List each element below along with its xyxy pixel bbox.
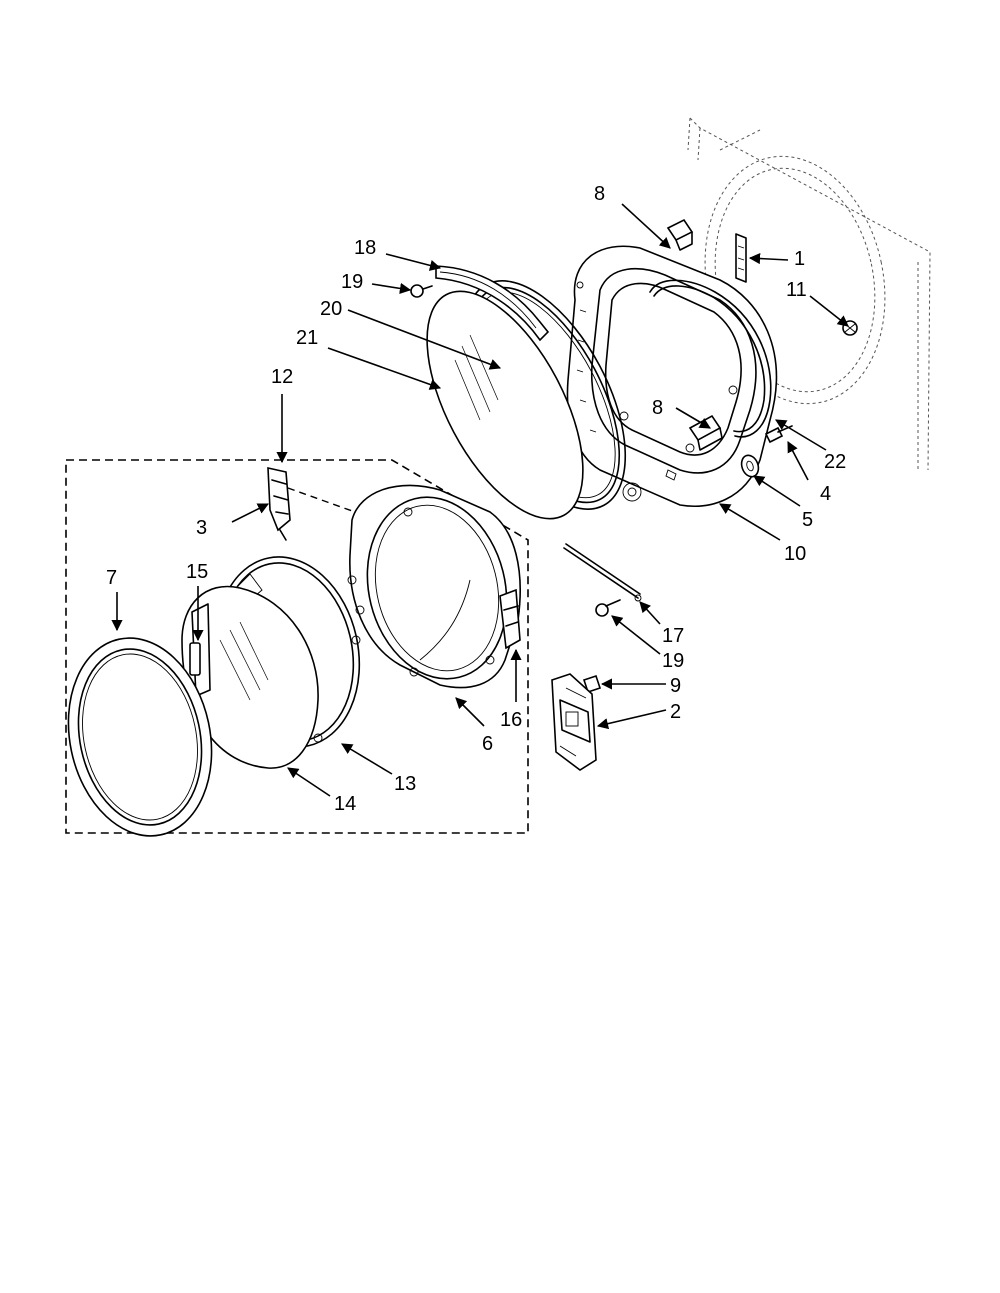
- door-assembly-box: [65, 459, 529, 834]
- callout-18: 18: [354, 237, 376, 259]
- callout-10: 10: [784, 543, 806, 565]
- part-19-screw-upper: [410, 284, 433, 298]
- callout-2: 2: [670, 701, 681, 723]
- callout-21: 21: [296, 327, 318, 349]
- callout-7: 7: [106, 567, 117, 589]
- part-15-label: [189, 642, 201, 676]
- callout-19-lower: 19: [662, 650, 684, 672]
- callout-14: 14: [334, 793, 356, 815]
- part-19-screw-lower: [595, 599, 621, 617]
- part-3-hinge: [267, 466, 291, 541]
- callout-3: 3: [196, 517, 207, 539]
- part-17-rod: [563, 543, 642, 602]
- callout-6: 6: [482, 733, 493, 755]
- part-18-handle: [435, 265, 550, 342]
- callout-20: 20: [320, 298, 342, 320]
- part-14-inner-door-panel: [181, 585, 319, 769]
- callout-8-lower: 8: [652, 397, 663, 419]
- part-8-clip-upper: [666, 218, 694, 251]
- callout-15: 15: [186, 561, 208, 583]
- part-16-latch: [499, 588, 521, 650]
- callout-12: 12: [271, 366, 293, 388]
- assembly-alignment-line: [287, 487, 356, 513]
- part-21-door-glass: [426, 290, 584, 520]
- callout-17: 17: [662, 625, 684, 647]
- callout-19-upper: 19: [341, 271, 363, 293]
- leader-lines: [111, 203, 849, 797]
- part-4-screw: [764, 425, 793, 444]
- callout-9: 9: [670, 675, 681, 697]
- callout-22: 22: [824, 451, 846, 473]
- part-22-gasket: [649, 279, 772, 438]
- callout-labels: 8 18 1 19 11 20 21 12 8 22 4 5 3 10 15 7…: [106, 183, 846, 815]
- part-2-door-lock: [551, 673, 597, 771]
- part-7-outer-door-ring: [67, 637, 213, 837]
- part-6-inner-door-frame: [347, 484, 521, 689]
- callout-8-upper: 8: [594, 183, 605, 205]
- part-9-screw: [582, 674, 602, 694]
- callout-4: 4: [820, 483, 831, 505]
- callout-13: 13: [394, 773, 416, 795]
- callout-1: 1: [794, 248, 805, 270]
- callout-16: 16: [500, 709, 522, 731]
- callout-5: 5: [802, 509, 813, 531]
- callout-11: 11: [786, 279, 807, 301]
- part-1-hinge-tab: [735, 233, 747, 283]
